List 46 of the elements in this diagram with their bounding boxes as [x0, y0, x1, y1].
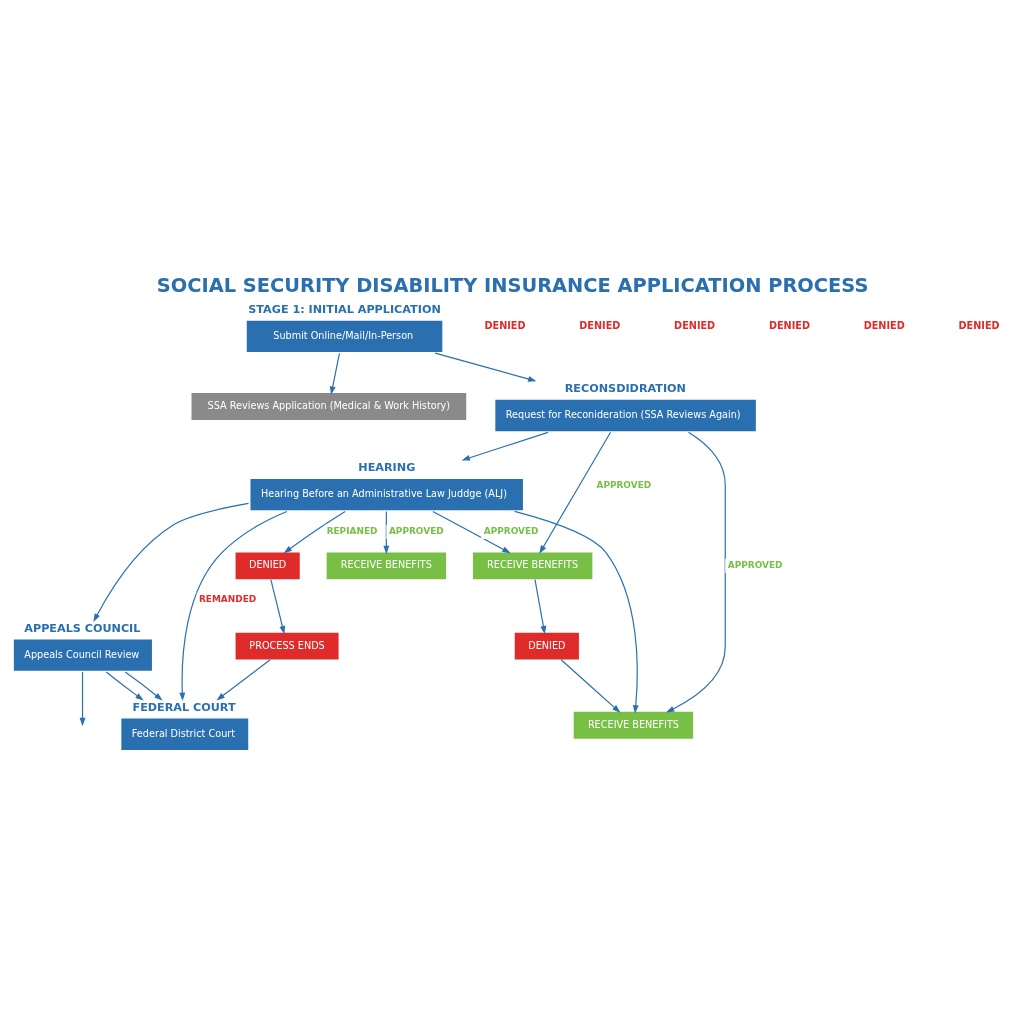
- node-box: RECEIVE BENEFITS: [472, 551, 592, 579]
- arrow: [533, 578, 546, 634]
- edge-label: APPROVED: [388, 525, 444, 536]
- node-box: PROCESS ENDS: [235, 632, 339, 660]
- node-box: Appeals Council Review: [13, 638, 152, 671]
- label: DENIED: [863, 319, 905, 331]
- edge-label: REMANDED: [198, 593, 256, 604]
- label: DENIED: [484, 319, 526, 331]
- node-label: APPEALS COUNCIL: [23, 621, 140, 635]
- label: DENIED: [958, 319, 1000, 331]
- node-box: SSA Reviews Application (Medical & Work History): [191, 392, 466, 420]
- diagram-title: SOCIAL SECURITY DISABILITY INSURANCE APPLICATION PROCESS: [156, 273, 868, 297]
- node-box: Request for Reconideration (SSA Reviews Again): [494, 399, 756, 431]
- node-box: Submit Online/Mail/In-Person: [246, 320, 442, 352]
- arrow: [105, 670, 144, 700]
- node-label: STAGE 1: INITIAL APPLICATION: [247, 302, 441, 316]
- arrow: [215, 658, 271, 700]
- label: DENIED: [673, 319, 715, 331]
- arrow: [434, 352, 536, 382]
- label: DENIED: [578, 319, 620, 331]
- node-label: HEARING: [357, 460, 415, 474]
- node-label: FEDERAL COURT: [132, 700, 236, 714]
- arrow: [329, 352, 340, 395]
- arrow: [269, 578, 285, 634]
- label: DENIED: [768, 319, 810, 331]
- arrow: [665, 431, 726, 712]
- arrow: [538, 431, 611, 554]
- node-box: RECEIVE BENEFITS: [326, 551, 446, 579]
- arrow: [92, 502, 249, 622]
- arrow: [178, 510, 287, 701]
- node-box: RECEIVE BENEFITS: [573, 711, 693, 739]
- node-box: Hearing Before an Administrative Law Juddge (ALJ): [250, 478, 523, 510]
- edge-label: APPROVED: [595, 479, 651, 490]
- arrow: [124, 670, 163, 701]
- node-box: DENIED: [514, 632, 579, 660]
- arrow: [560, 658, 620, 713]
- edge-label: APPROVED: [727, 559, 783, 570]
- arrow: [461, 431, 549, 461]
- node-box: Federal District Court: [120, 718, 248, 750]
- arrow: [431, 510, 511, 553]
- arrow: [283, 510, 346, 553]
- arrow: [79, 670, 85, 726]
- edge-label: APPROVED: [483, 525, 538, 536]
- node-box: DENIED: [235, 551, 300, 579]
- node-label: RECONSDIDRATION: [564, 381, 686, 395]
- edge-label: REPIANED: [326, 525, 377, 536]
